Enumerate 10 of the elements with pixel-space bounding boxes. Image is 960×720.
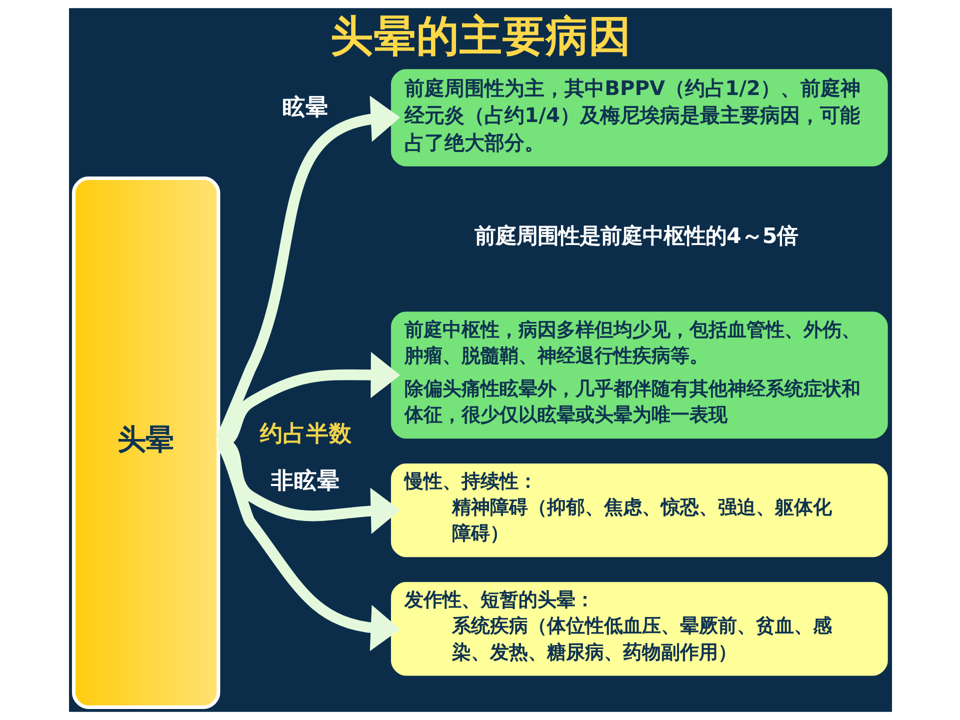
node-box: 发作性、短暂的头晕： 系统疾病（体位性低血压、晕厥前、贫血、感染、发热、糖尿病、药物副作用） (390, 582, 888, 676)
node-box: 慢性、持续性： 精神障碍（抑郁、焦虑、惊恐、强迫、躯体化障碍） (390, 463, 888, 558)
node-box: 头晕 (71, 176, 220, 709)
diagram-title: 头晕的主要病因 (330, 12, 631, 62)
node-box: 前庭中枢性，病因多样但均少见，包括血管性、外伤、肿瘤、脱髓鞘、神经退行性疾病等。 除偏头痛性眩晕外，几乎都伴随有其他神经系统症状和体征，很少仅以眩晕或头晕为唯一表现 (390, 312, 888, 439)
edge-label: 非眩晕 (270, 468, 340, 494)
label: 约占半数 (259, 421, 352, 448)
node-box: 前庭周围性为主，其中BPPV（约占1/2）、前庭神经元炎（占约1/4）及梅尼埃病是最主要病因，可能占了绝大部分。 (390, 69, 888, 166)
label: 前庭周围性是前庭中枢性的4～5倍 (474, 224, 798, 249)
edge-label: 眩晕 (282, 94, 328, 120)
